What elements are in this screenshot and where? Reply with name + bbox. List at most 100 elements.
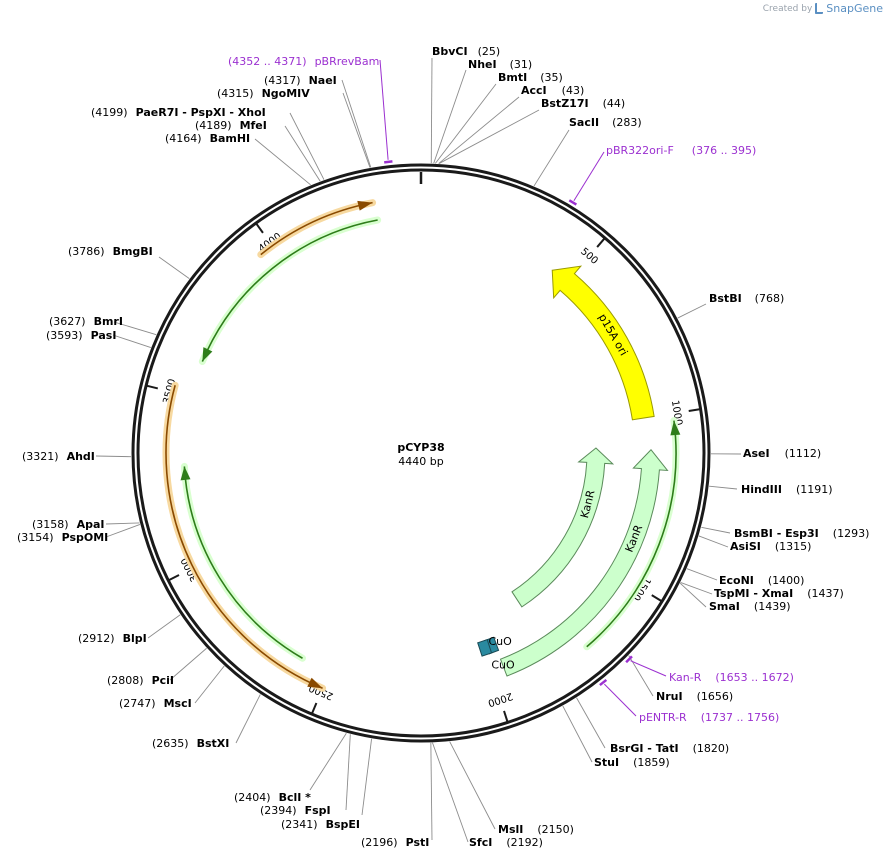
cuo-label: CuO	[491, 659, 515, 672]
site-pos: (44)	[603, 97, 626, 110]
site-name[interactable]: BmtI	[498, 71, 527, 84]
site-name[interactable]: BmgBI	[113, 245, 153, 258]
site-leader-line	[170, 648, 207, 680]
svg-text:(4315)NgoMIV: (4315)NgoMIV	[217, 87, 310, 100]
site-pos: (2404)	[234, 791, 271, 804]
cuo-label: CuO	[488, 635, 512, 648]
site-pos: (2192)	[506, 836, 543, 849]
site-leader-line	[699, 536, 728, 547]
primer-mark	[384, 161, 392, 162]
site-name[interactable]: BlpI	[123, 632, 147, 645]
svg-text:NheI(31): NheI(31)	[468, 58, 532, 71]
site-name[interactable]: AccI	[521, 84, 547, 97]
site-name[interactable]: PciI	[152, 674, 174, 687]
site-leader-line	[236, 694, 260, 743]
site-name[interactable]: BclI *	[279, 791, 312, 804]
primer-name[interactable]: pENTR-R	[639, 711, 687, 724]
site-leader-line	[195, 666, 224, 703]
site-leader-line	[450, 742, 495, 829]
site-name[interactable]: HindIII	[741, 483, 782, 496]
orange-track-arrow-glow	[166, 385, 323, 688]
green-track-arrow	[202, 220, 377, 362]
primer-name[interactable]: pBRrevBam	[315, 55, 380, 68]
site-name[interactable]: ApaI	[77, 518, 105, 531]
snapgene-watermark: Created by SnapGene	[763, 2, 883, 15]
site-pos: (1437)	[807, 587, 844, 600]
site-name[interactable]: BsmBI - Esp3I	[734, 527, 819, 540]
svg-text:StuI(1859): StuI (1859)	[594, 756, 670, 769]
svg-text:BmtI(35): BmtI (35)	[498, 71, 563, 84]
primer-name[interactable]: Kan-R	[669, 671, 702, 684]
site-name[interactable]: PstI	[406, 836, 430, 849]
site-name[interactable]: SacII	[569, 116, 599, 129]
svg-text:(4164)BamHI: (4164) BamHI	[165, 132, 250, 145]
svg-text:(3593)PasI: (3593) PasI	[46, 329, 116, 342]
site-name[interactable]: BsrGI - TatI	[610, 742, 679, 755]
site-name[interactable]: AhdI	[67, 450, 95, 463]
site-pos: (4164)	[165, 132, 202, 145]
site-name[interactable]: NaeI	[309, 74, 337, 87]
site-leader-line	[687, 569, 717, 580]
site-name[interactable]: BbvCI	[432, 45, 468, 58]
site-pos: (2394)	[260, 804, 297, 817]
site-pos: (4189)	[195, 119, 232, 132]
site-name[interactable]: PasI	[91, 329, 117, 342]
site-leader-line	[362, 739, 372, 815]
site-pos: (35)	[540, 71, 563, 84]
site-name[interactable]: SmaI	[709, 600, 740, 613]
site-name[interactable]: BstZ17I	[541, 97, 589, 110]
svg-text:pBR322ori-F(376 .. 395): pBR322ori-F(376 .. 395)	[606, 144, 756, 157]
tick-mark	[169, 575, 179, 580]
site-leader-line	[534, 130, 569, 186]
site-name[interactable]: MscI	[164, 697, 192, 710]
green-track-arrow-glow	[202, 220, 377, 362]
site-leader-line	[434, 70, 466, 163]
site-leader-line	[290, 113, 324, 180]
site-pos: (283)	[612, 116, 642, 129]
site-pos: (3593)	[46, 329, 83, 342]
site-name[interactable]: NheI	[468, 58, 497, 71]
site-name[interactable]: StuI	[594, 756, 619, 769]
site-name[interactable]: PaeR7I - PspXI - XhoI	[136, 106, 266, 119]
svg-text:(2196)PstI: (2196)PstI	[361, 836, 429, 849]
site-name[interactable]: TspMI - XmaI	[714, 587, 793, 600]
tick-mark	[504, 711, 507, 721]
site-pos: (2635)	[152, 737, 189, 750]
primer-name[interactable]: pBR322ori-F	[606, 144, 674, 157]
plasmid-name: pCYP38	[397, 441, 444, 454]
site-pos: (4317)	[264, 74, 301, 87]
svg-text:AccI(43): AccI(43)	[521, 84, 584, 97]
site-leader-line	[343, 93, 370, 168]
site-name[interactable]: SfcI	[469, 836, 492, 849]
site-name[interactable]: NgoMIV	[262, 87, 311, 100]
site-pos: (1859)	[633, 756, 670, 769]
site-name[interactable]: MfeI	[240, 119, 267, 132]
site-name[interactable]: BstBI	[709, 292, 742, 305]
svg-text:(2394)FspI: (2394) FspI	[260, 804, 331, 817]
site-name[interactable]: BstXI	[197, 737, 230, 750]
site-name[interactable]: AseI	[743, 447, 770, 460]
primer-range: (1653 .. 1672)	[715, 671, 794, 684]
site-pos: (1400)	[768, 574, 805, 587]
site-leader-line	[159, 257, 189, 279]
site-name[interactable]: BmrI	[94, 315, 123, 328]
site-name[interactable]: FspI	[305, 804, 331, 817]
site-name[interactable]: EcoNI	[719, 574, 754, 587]
site-name[interactable]: BspEI	[326, 818, 360, 831]
site-leader-line	[439, 110, 539, 164]
created-by-text: Created by	[763, 4, 813, 14]
site-pos: (1315)	[775, 540, 812, 553]
site-name[interactable]: NruI	[656, 690, 683, 703]
svg-text:SfcI(2192): SfcI (2192)	[469, 836, 543, 849]
svg-text:(3321)AhdI: (3321)AhdI	[22, 450, 95, 463]
site-name[interactable]: AsiSI	[730, 540, 761, 553]
primer-leader-line	[574, 152, 604, 201]
site-pos: (2341)	[281, 818, 318, 831]
site-name[interactable]: PspOMI	[62, 531, 109, 544]
site-name[interactable]: BamHI	[210, 132, 251, 145]
site-leader-line	[148, 615, 180, 638]
svg-text:(2912)BlpI: (2912)BlpI	[78, 632, 147, 645]
site-name[interactable]: MslI	[498, 823, 523, 836]
tick-label: 2000	[486, 690, 514, 708]
